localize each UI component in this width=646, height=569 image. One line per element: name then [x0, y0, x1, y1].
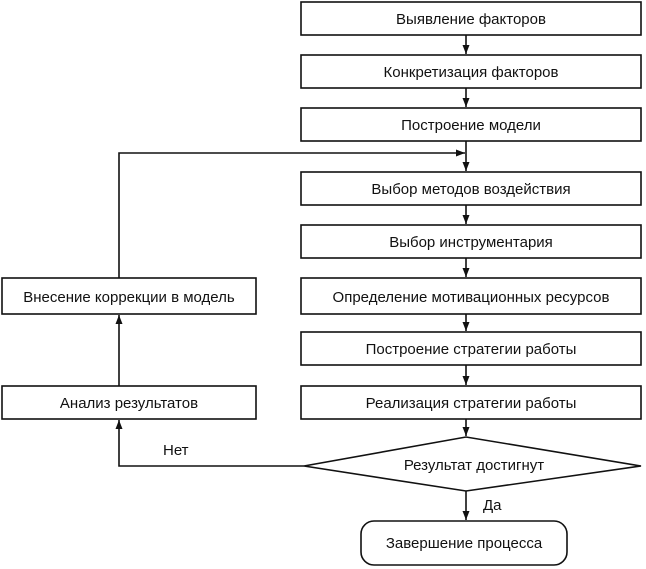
correction-box: Внесение коррекции в модель	[1, 277, 257, 315]
end-terminator: Завершение процесса	[360, 520, 568, 566]
step-label-choose-methods: Выбор методов воздействия	[371, 181, 570, 198]
arrow-no-to-analysis	[115, 420, 304, 467]
correction-label: Внесение коррекции в модель	[23, 289, 235, 306]
step-box-define-resources: Определение мотивационных ресурсов	[300, 277, 642, 315]
no-branch-label: Нет	[163, 442, 189, 459]
decision-label: Результат достигнут	[404, 457, 544, 474]
analysis-box: Анализ результатов	[1, 385, 257, 420]
step-box-build-strategy: Построение стратегии работы	[300, 331, 642, 366]
step-label-identify-factors: Выявление факторов	[396, 11, 546, 28]
step-label-concretize-factors: Конкретизация факторов	[384, 64, 559, 81]
analysis-label: Анализ результатов	[60, 395, 198, 412]
step-label-build-strategy: Построение стратегии работы	[366, 341, 577, 358]
step-label-implement-strategy: Реализация стратегии работы	[366, 395, 577, 412]
end-label: Завершение процесса	[386, 535, 543, 552]
yes-branch-label: Да	[483, 497, 502, 514]
step-box-concretize-factors: Конкретизация факторов	[300, 54, 642, 89]
step-label-build-model: Построение модели	[401, 117, 541, 134]
step-box-choose-tools: Выбор инструментария	[300, 224, 642, 259]
decision-diamond: Результат достигнут	[303, 436, 642, 492]
step-box-choose-methods: Выбор методов воздействия	[300, 171, 642, 206]
step-box-implement-strategy: Реализация стратегии работы	[300, 385, 642, 420]
step-box-build-model: Построение модели	[300, 107, 642, 142]
step-box-identify-factors: Выявление факторов	[300, 1, 642, 36]
arrow-correction-to-loop	[118, 149, 465, 278]
step-label-choose-tools: Выбор инструментария	[389, 234, 553, 251]
step-label-define-resources: Определение мотивационных ресурсов	[333, 289, 610, 306]
